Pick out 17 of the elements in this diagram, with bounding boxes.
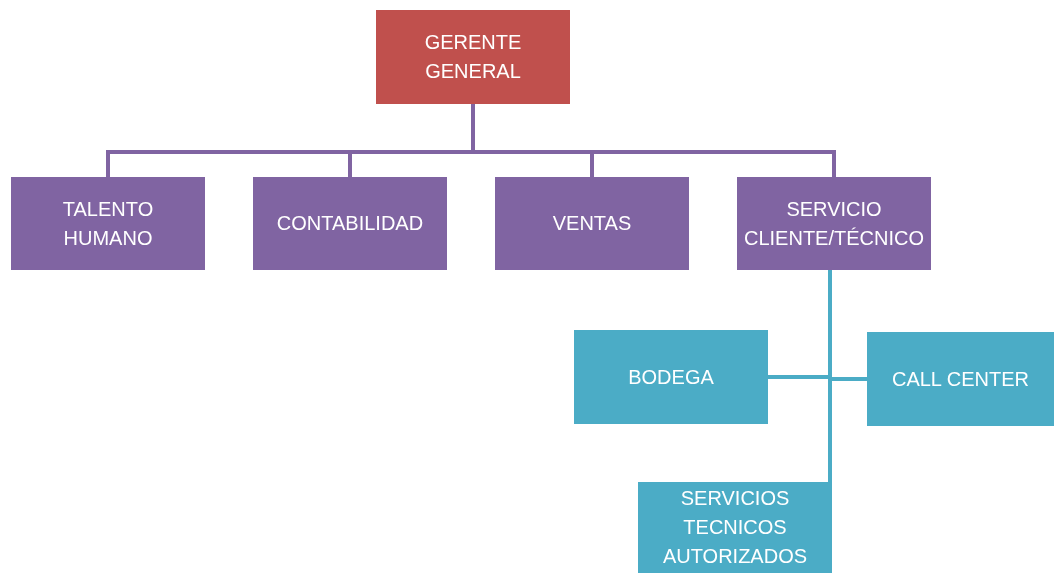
org-box <box>376 10 570 104</box>
box-label: CALL CENTER <box>891 366 1030 392</box>
org-box <box>11 177 205 270</box>
box-label: SERVICIO CLIENTE/TÉCNICO <box>744 196 924 251</box>
org-box <box>253 177 447 270</box>
org-box <box>867 332 1054 426</box>
connector-line <box>471 104 836 177</box>
box-label: TALENTO HUMANO <box>61 196 155 251</box>
org-box <box>638 482 832 573</box>
org-box <box>737 177 931 270</box>
box-label: GERENTE GENERAL <box>423 30 523 84</box>
box-label: BODEGA <box>628 364 714 390</box>
org-box <box>574 330 768 424</box>
org-box <box>495 177 689 270</box>
box-label: VENTAS <box>552 211 632 236</box>
box-label: SERVICIOS TECNICOS AUTORIZADOS <box>661 486 809 569</box>
box-label: CONTABILIDAD <box>276 211 424 236</box>
